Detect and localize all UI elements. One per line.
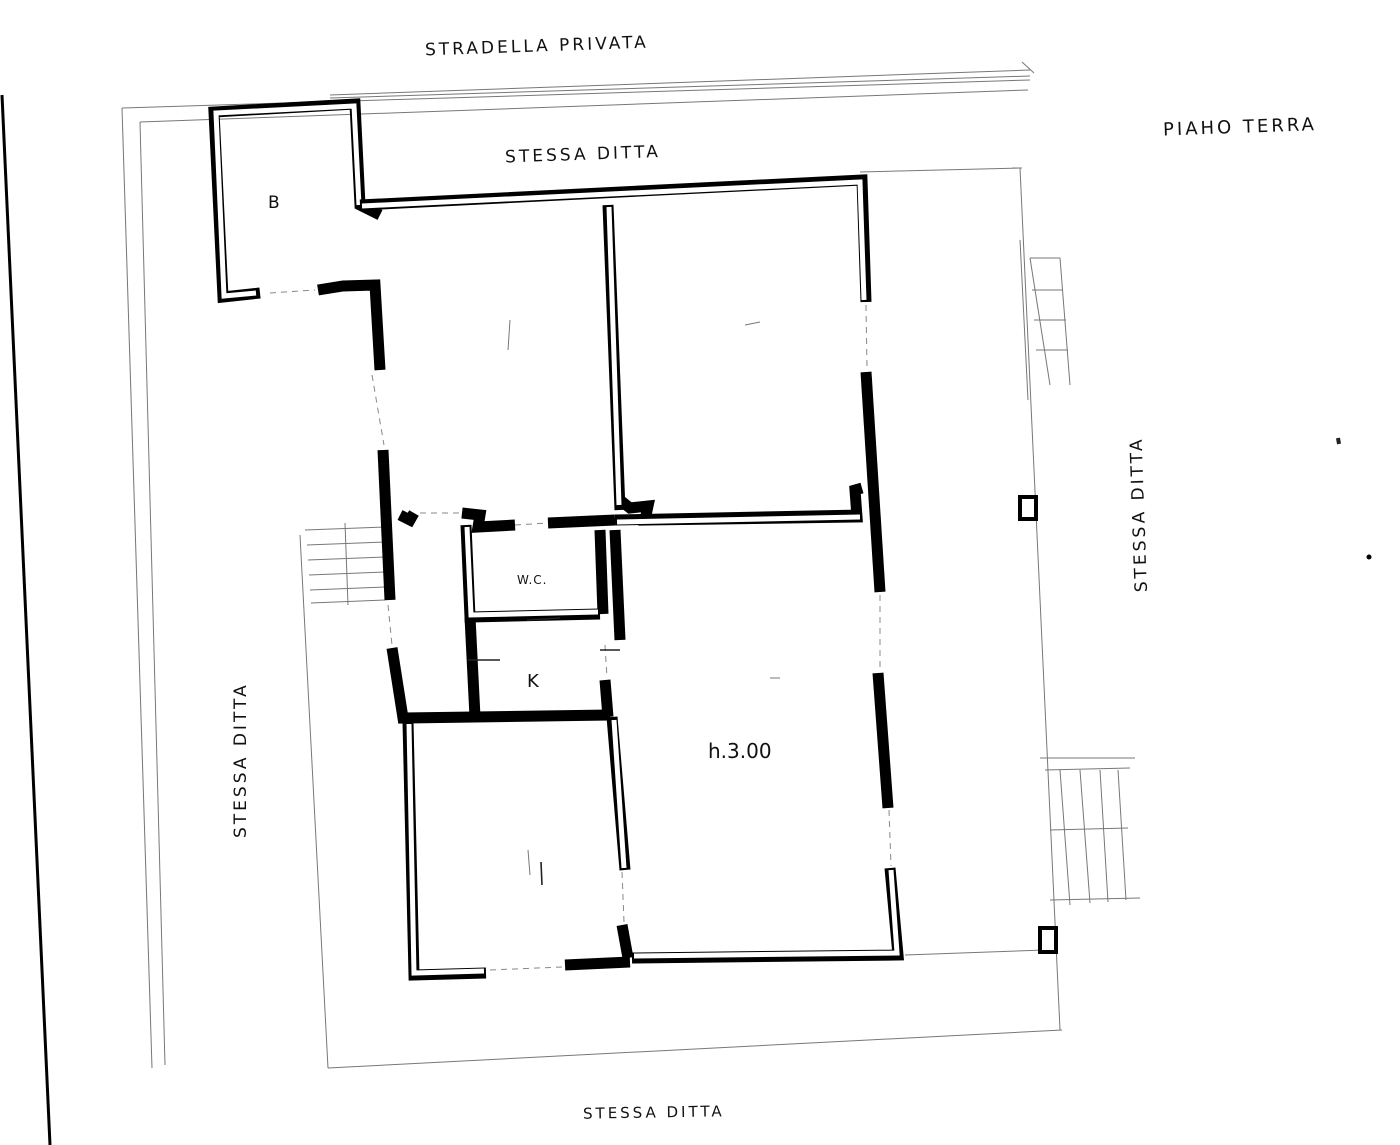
stairs-left xyxy=(304,522,386,606)
margin-dot xyxy=(1366,554,1372,560)
right-neighbour-label: STESSA DITTA xyxy=(1127,436,1152,592)
road-line xyxy=(329,61,1035,99)
pillar-upper xyxy=(1018,495,1038,521)
room-marks xyxy=(507,319,780,886)
floor-label: PIAHO TERRA xyxy=(1163,114,1318,140)
page-border-line xyxy=(0,94,52,1145)
room-b-label: B xyxy=(268,193,283,213)
bottom-neighbour-label: STESSA DITTA xyxy=(583,1102,725,1122)
top-road-label: STRADELLA PRIVATA xyxy=(425,33,649,61)
left-neighbour-label: STESSA DITTA xyxy=(231,682,251,838)
walls xyxy=(208,98,905,981)
room-k-label: K xyxy=(527,671,542,692)
margin-mark xyxy=(1336,437,1341,445)
top-neighbour-label: STESSA DITTA xyxy=(505,142,661,167)
openings xyxy=(269,289,892,971)
room-height-label: h.3.00 xyxy=(708,739,772,763)
pillar-lower xyxy=(1038,926,1058,954)
site-boundary xyxy=(121,79,1063,1069)
stairs-right-bottom xyxy=(1040,757,1141,906)
room-wc-label: W.C. xyxy=(517,573,548,587)
stairs-right-top xyxy=(1019,239,1071,401)
